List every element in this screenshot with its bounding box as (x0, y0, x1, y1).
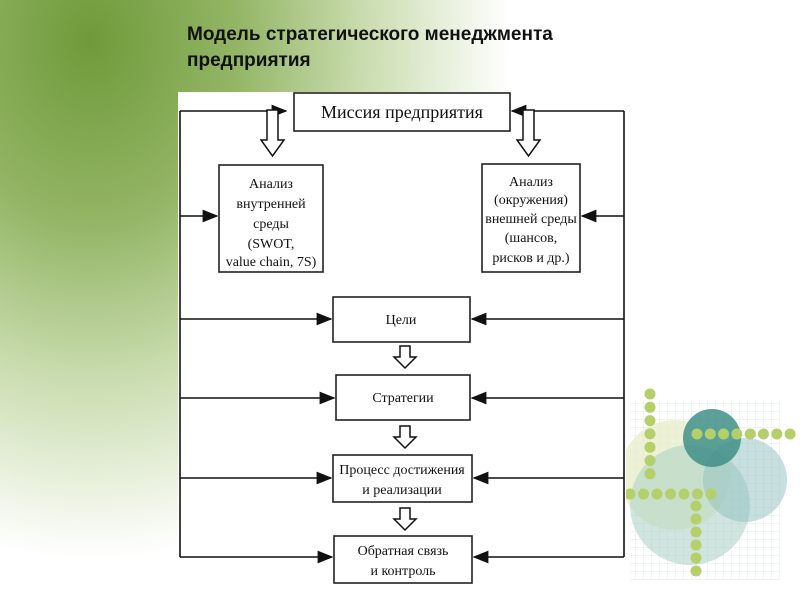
svg-text:Процесс достижения: Процесс достижения (339, 463, 465, 478)
mission-box: Миссия предприятия (293, 92, 511, 132)
decor-dot (624, 488, 636, 500)
decor-dot (758, 428, 769, 440)
decor-dot (718, 428, 730, 440)
svg-text:(окружения): (окружения) (494, 193, 568, 208)
decor-dot (644, 441, 656, 453)
internal-analysis-box: Анализ внутренней среды (SWOT, value chain… (218, 164, 324, 273)
decor-dot (771, 428, 783, 440)
svg-text:и реализации: и реализации (362, 483, 442, 498)
decor-dot (705, 488, 717, 500)
decor-dot (644, 401, 656, 413)
svg-text:внешней среды: внешней среды (485, 212, 577, 227)
svg-text:(SWOT,: (SWOT, (248, 237, 295, 252)
svg-text:среды: среды (253, 217, 289, 232)
decor-dot (784, 428, 796, 440)
decor-dot (690, 500, 702, 512)
svg-text:value chain, 7S): value chain, 7S) (226, 255, 317, 270)
decor-dot (690, 513, 702, 525)
decor-dot (690, 539, 702, 551)
svg-text:Обратная связь: Обратная связь (358, 544, 449, 559)
decor-dot (690, 565, 702, 577)
feedback-lines (179, 111, 625, 557)
decor-dot (690, 526, 702, 538)
svg-text:и контроль: и контроль (370, 564, 435, 579)
decor-dot (644, 468, 656, 480)
decor-dot (644, 455, 656, 466)
decor-dot (644, 388, 656, 400)
decor-dot (678, 488, 690, 500)
decorative-circles (620, 388, 796, 580)
svg-text:Цели: Цели (386, 313, 417, 328)
hollow-arrows (259, 109, 542, 532)
svg-text:Миссия предприятия: Миссия предприятия (321, 102, 483, 122)
decor-dot (731, 428, 743, 440)
svg-text:(шансов,: (шансов, (505, 231, 557, 246)
slide-title: Модель стратегического менеджмента предп… (187, 24, 553, 71)
decor-dot (692, 488, 703, 500)
svg-text:рисков и др.): рисков и др.) (492, 251, 570, 266)
decor-dot (644, 428, 656, 440)
decor-dot (704, 428, 716, 440)
decor-dot (665, 488, 676, 500)
svg-text:внутренней: внутренней (236, 197, 306, 212)
decor-dot (744, 428, 756, 440)
decor-dot (644, 415, 656, 427)
decor-dot (691, 428, 703, 440)
strategies-box: Стратегии (335, 374, 471, 421)
svg-text:Анализ: Анализ (509, 175, 553, 190)
feedback-box: Обратная связь и контроль (333, 535, 473, 584)
decor-dot (638, 488, 649, 500)
svg-text:Анализ: Анализ (249, 177, 293, 192)
process-box: Процесс достижения и реализации (332, 454, 473, 503)
decor-dot (651, 488, 663, 500)
decor-dot (690, 552, 702, 564)
svg-text:Стратегии: Стратегии (372, 391, 434, 406)
goals-box: Цели (332, 296, 471, 343)
external-analysis-box: Анализ(окружения) внешней среды(шансов, … (481, 163, 581, 273)
